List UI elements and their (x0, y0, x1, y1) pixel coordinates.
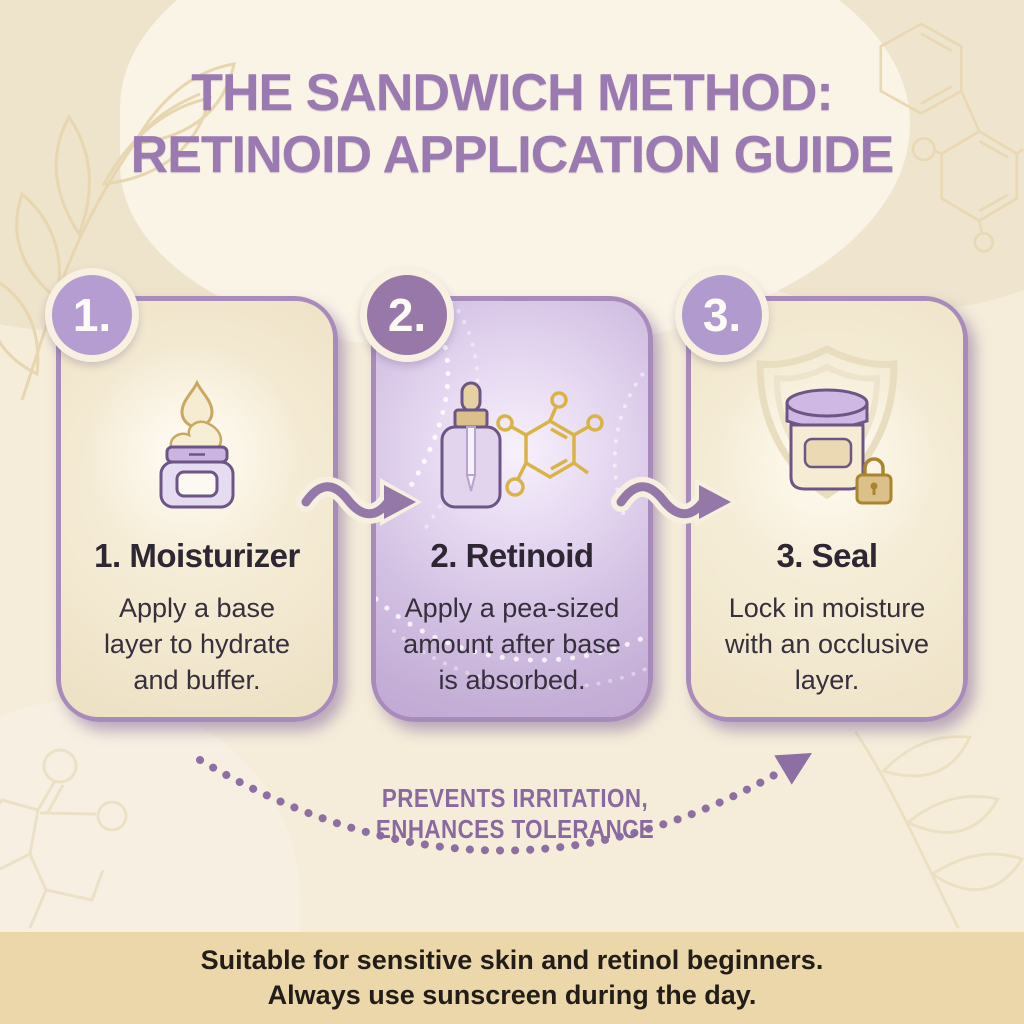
step-description: Apply a base layer to hydrate and buffer… (103, 593, 291, 695)
moisturizer-jar-icon (137, 373, 257, 513)
benefit-note-line-2: ENHANCES TOLERANCE (375, 814, 655, 844)
title-line-1: THE SANDWICH METHOD: (191, 64, 834, 122)
card-background (376, 301, 648, 717)
curved-dotted-arrow-icon (196, 753, 812, 855)
step-heading: 2. Retinoid (430, 537, 594, 574)
leaf-decoration-icon (854, 730, 1024, 929)
step-card-moisturizer: 1. 1. Moisturizer Apply a base layer to … (45, 268, 338, 722)
leaf-decoration-icon (0, 62, 236, 401)
lock-icon (855, 457, 893, 505)
footer-line-2: Always use sunscreen during the day. (267, 980, 757, 1010)
step-card-seal: 3. 3. Seal Lock in moisture (675, 268, 968, 722)
molecule-decoration-icon (0, 748, 128, 929)
step-number: 3. (702, 289, 742, 341)
card-background (691, 301, 963, 717)
benefit-note: PREVENTS IRRITATION, ENHANCES TOLERANCE (340, 783, 689, 845)
step-card-retinoid: 2. (360, 268, 653, 722)
molecule-decoration-icon (879, 22, 1024, 253)
step-number: 2. (387, 289, 427, 341)
benefit-note-line-1: PREVENTS IRRITATION, (381, 783, 649, 813)
title-line-2: RETINOID APPLICATION GUIDE (130, 126, 895, 184)
molecule-icon (495, 391, 604, 497)
step-heading: 1. Moisturizer (94, 537, 300, 574)
page-title: THE SANDWICH METHOD: RETINOID APPLICATIO… (0, 62, 1024, 186)
step-description: Lock in moisture with an occlusive layer… (724, 593, 930, 695)
seal-jar-icon (727, 373, 927, 513)
wavy-arrow-icon (296, 476, 422, 526)
dropper-bottle-icon (420, 373, 605, 513)
wavy-arrow-icon (611, 476, 737, 526)
step-description: Apply a pea-sized amount after base is a… (403, 593, 621, 695)
step-number: 1. (72, 289, 112, 341)
step-number-badge: 3. (675, 268, 769, 362)
footer-bar: Suitable for sensitive skin and retinol … (0, 932, 1024, 1024)
card-background (61, 301, 333, 717)
footer-line-1: Suitable for sensitive skin and retinol … (200, 945, 824, 975)
step-heading: 3. Seal (776, 537, 878, 574)
step-number-badge: 1. (45, 268, 139, 362)
step-number-badge: 2. (360, 268, 454, 362)
